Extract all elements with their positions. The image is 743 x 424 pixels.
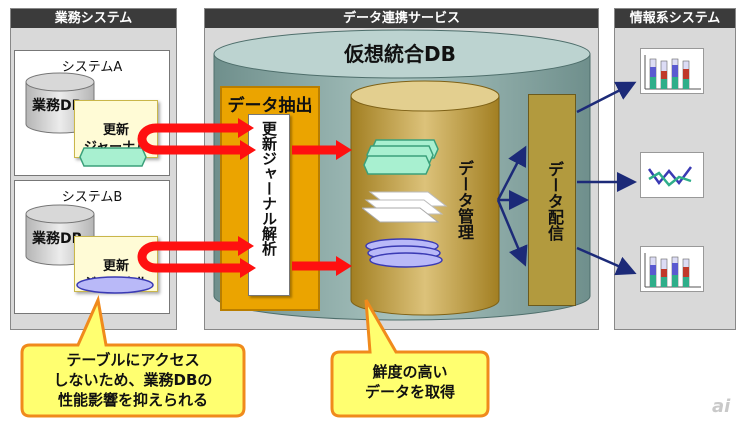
bar-chart-card-bottom [640,246,704,292]
system-a-name: システムA [61,60,123,75]
system-b-journal-record [76,276,154,294]
red-arrow-system-b [137,241,244,273]
callout-left-line-2: しないため、業務DBの [53,371,213,389]
red-arrowhead-b0 [238,236,254,256]
delivery-box: データ配信 [528,94,576,306]
integration-service-title: データ連携サービス [205,9,598,28]
extract-title: データ抽出 [227,96,313,116]
callout-left-line-1: テーブルにアクセス [66,351,200,369]
watermark-logo: ai [712,396,731,417]
callout-right-text: 鮮度の高い データを取得 [334,362,486,402]
data-management-label: データ管理 [455,160,474,240]
delivery-label: データ配信 [545,161,564,241]
journal-records-green [363,139,439,175]
callout-left-text: テーブルにアクセス しないため、業務DBの 性能影響を抑えられる [24,350,242,410]
virtual-db-title: 仮想統合DB [344,42,456,66]
callout-right-shape [330,299,490,418]
system-b-name: システムB [61,190,123,205]
callout-left-shape [20,294,246,418]
line-chart-icon [647,166,692,187]
line-chart-card [640,152,704,198]
bar-chart-card-top [640,48,704,94]
red-arrow-system-a [137,123,244,155]
callout-right-line-2: データを取得 [364,383,455,401]
journal-records-blue [365,238,443,268]
red-arrowhead-a0 [238,118,254,138]
red-arrowhead-c1 [336,140,352,160]
system-a-db-label: 業務DB [32,98,83,114]
red-arrowhead-a1 [240,140,256,160]
red-arrowhead-c2 [336,256,352,276]
bar-chart-icon [644,253,701,288]
business-system-title: 業務システム [11,9,176,28]
red-arrowhead-b1 [240,258,256,278]
journal-analysis-box: 更新ジャーナル解析 [248,114,290,296]
journal-analysis-label: 更新ジャーナル解析 [260,121,278,256]
table-records-white [362,191,448,223]
callout-right-line-1: 鮮度の高い [372,363,448,381]
callout-left-line-3: 性能影響を抑えられる [57,391,208,409]
bar-chart-icon [644,55,701,90]
info-system-title: 情報系システム [615,9,735,28]
system-b-db-label: 業務DB [32,231,83,247]
